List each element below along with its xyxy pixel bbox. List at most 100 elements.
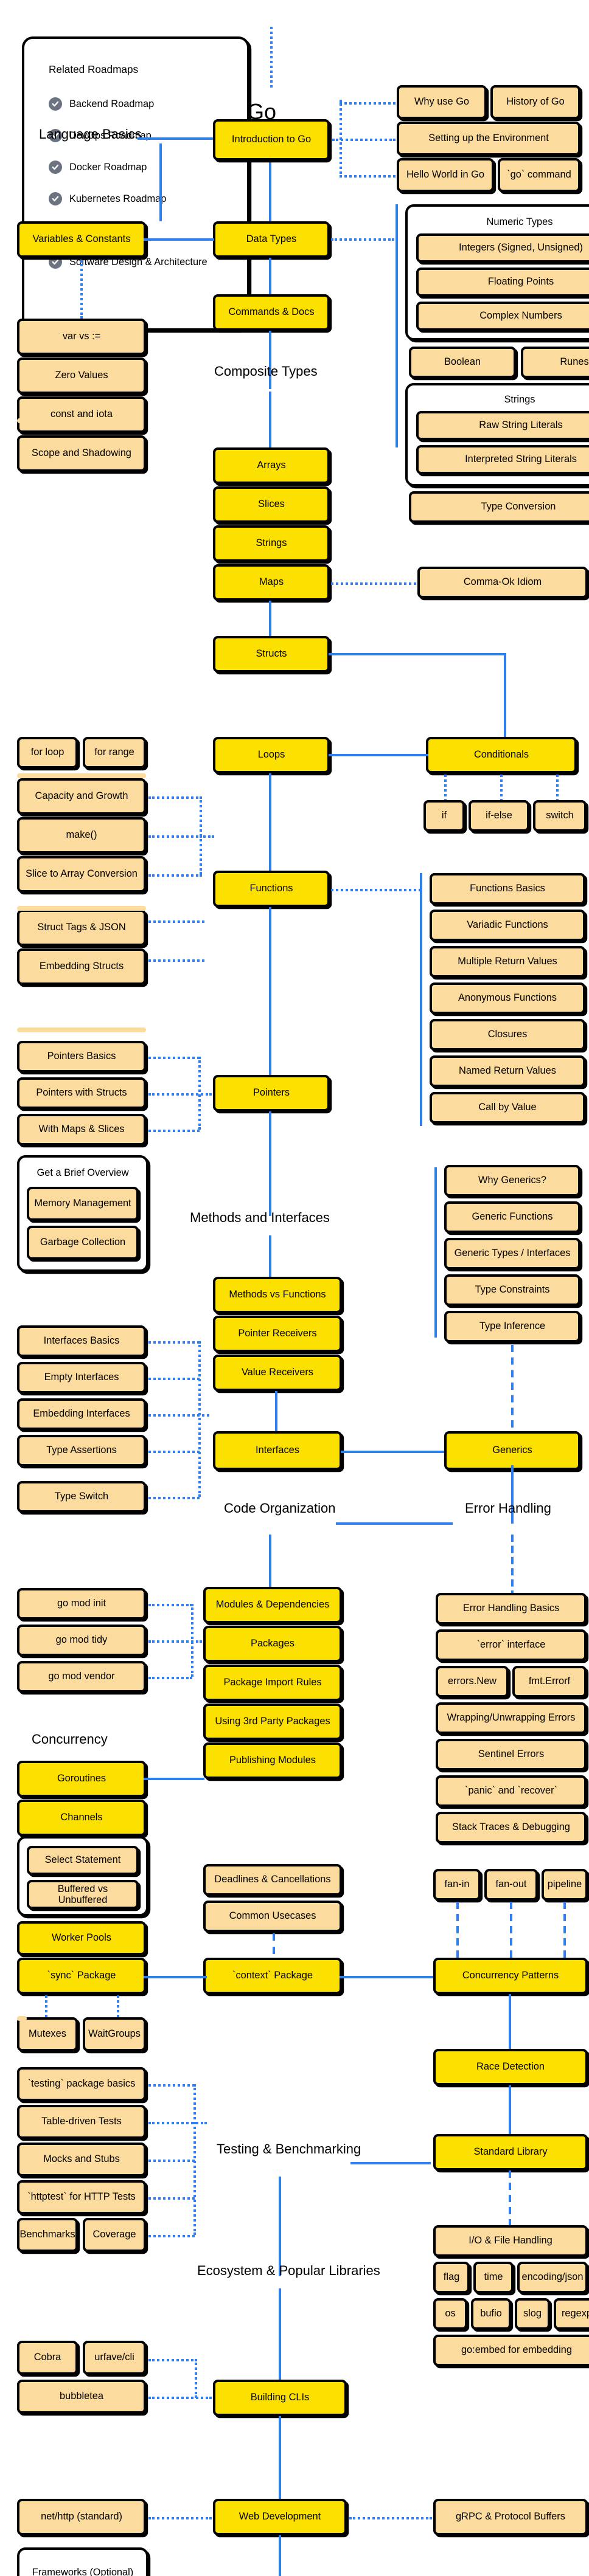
node-functions-basics[interactable]: Functions Basics [430, 873, 585, 905]
node-for-range[interactable]: for range [83, 737, 146, 768]
node-why-generics[interactable]: Why Generics? [444, 1165, 580, 1196]
node-coverage[interactable]: Coverage [83, 2218, 146, 2252]
node-package-import-rules[interactable]: Package Import Rules [203, 1665, 342, 1701]
node-io-file-handling[interactable]: I/O & File Handling [433, 2225, 588, 2257]
node-interfaces-basics[interactable]: Interfaces Basics [17, 1325, 146, 1357]
node-commands-and-docs[interactable]: Commands & Docs [213, 294, 330, 331]
node-history-of-go[interactable]: History of Go [490, 85, 580, 119]
node-context-package[interactable]: `context` Package [203, 1958, 342, 1994]
related-roadmap-item[interactable]: Software Design & Architecture [49, 255, 207, 269]
node-garbage-collection[interactable]: Garbage Collection [27, 1226, 139, 1260]
node-stack-traces-debugging[interactable]: Stack Traces & Debugging [436, 1812, 587, 1843]
node-slice-to-array-conversion[interactable]: Slice to Array Conversion [17, 856, 146, 893]
node-wrapping-unwrapping-errors[interactable]: Wrapping/Unwrapping Errors [436, 1702, 587, 1734]
node-type-conversion[interactable]: Type Conversion [409, 491, 589, 523]
node-introduction-to-go[interactable]: Introduction to Go [213, 119, 330, 161]
node-if-else[interactable]: if-else [469, 800, 529, 832]
node-methods-vs-functions[interactable]: Methods vs Functions [213, 1277, 342, 1313]
node-setting-up-the-environment[interactable]: Setting up the Environment [397, 122, 580, 156]
node-mutexes[interactable]: Mutexes [17, 2017, 78, 2051]
node-regexp[interactable]: regexp [554, 2298, 589, 2330]
node-encoding-json[interactable]: encoding/json [517, 2262, 588, 2293]
node-worker-pools[interactable]: Worker Pools [17, 1921, 146, 1955]
node-fan-out[interactable]: fan-out [484, 1869, 538, 1901]
node-go-embed[interactable]: go:embed for embedding [433, 2335, 589, 2366]
node-maps[interactable]: Maps [213, 564, 330, 601]
node-empty-interfaces[interactable]: Empty Interfaces [17, 1362, 146, 1393]
related-roadmap-item[interactable]: Backend Roadmap [49, 97, 154, 111]
node-closures[interactable]: Closures [430, 1019, 585, 1051]
node-pipeline[interactable]: pipeline [542, 1869, 588, 1901]
node-fmt-errorf[interactable]: fmt.Errorf [512, 1666, 587, 1697]
node-zero-values[interactable]: Zero Values [17, 357, 146, 394]
node-data-types[interactable]: Data Types [213, 221, 330, 258]
node-go-mod-vendor[interactable]: go mod vendor [17, 1661, 146, 1693]
node-type-assertions[interactable]: Type Assertions [17, 1435, 146, 1466]
node-comma-ok-idiom[interactable]: Comma-Ok Idiom [417, 567, 588, 598]
node-bufio[interactable]: bufio [471, 2298, 511, 2330]
node-interpreted-string-literals[interactable]: Interpreted String Literals [416, 445, 589, 474]
node-const-and-iota[interactable]: const and iota [17, 396, 146, 433]
node-bubbletea[interactable]: bubbletea [17, 2380, 146, 2414]
node-standard-library[interactable]: Standard Library [433, 2134, 588, 2170]
node-struct-tags-json[interactable]: Struct Tags & JSON [17, 910, 146, 946]
node-variables-and-constants[interactable]: Variables & Constants [17, 221, 146, 258]
node-go-mod-init[interactable]: go mod init [17, 1588, 146, 1620]
node-strings[interactable]: Strings [213, 525, 330, 562]
node-os[interactable]: os [433, 2298, 467, 2330]
node-type-switch[interactable]: Type Switch [17, 1481, 146, 1513]
node-embedding-structs[interactable]: Embedding Structs [17, 948, 146, 985]
node-mocks-and-stubs[interactable]: Mocks and Stubs [17, 2143, 146, 2177]
node-loops[interactable]: Loops [213, 737, 330, 773]
node-multiple-return-values[interactable]: Multiple Return Values [430, 946, 585, 978]
node-deadlines-and-cancellations[interactable]: Deadlines & Cancellations [203, 1864, 342, 1896]
node-cobra[interactable]: Cobra [17, 2341, 78, 2375]
node-raw-string-literals[interactable]: Raw String Literals [416, 411, 589, 440]
node-type-inference[interactable]: Type Inference [444, 1311, 580, 1342]
node-common-usecases[interactable]: Common Usecases [203, 1901, 342, 1932]
node-pointers-basics[interactable]: Pointers Basics [17, 1041, 146, 1072]
node-anonymous-functions[interactable]: Anonymous Functions [430, 982, 585, 1014]
node-complex-numbers[interactable]: Complex Numbers [416, 302, 589, 331]
node-interfaces[interactable]: Interfaces [213, 1431, 342, 1470]
node-table-driven-tests[interactable]: Table-driven Tests [17, 2105, 146, 2139]
node-testing-package-basics[interactable]: `testing` package basics [17, 2067, 146, 2101]
node-web-development[interactable]: Web Development [213, 2499, 347, 2535]
node-benchmarks[interactable]: Benchmarks [17, 2218, 78, 2252]
node-httptest-for-http-tests[interactable]: `httptest` for HTTP Tests [17, 2180, 146, 2214]
node-packages[interactable]: Packages [203, 1626, 342, 1662]
node-time[interactable]: time [473, 2262, 514, 2293]
node-functions[interactable]: Functions [213, 871, 330, 907]
node-modules-and-dependencies[interactable]: Modules & Dependencies [203, 1587, 342, 1623]
node-if[interactable]: if [423, 800, 465, 832]
node-type-constraints[interactable]: Type Constraints [444, 1274, 580, 1306]
node-value-receivers[interactable]: Value Receivers [213, 1355, 342, 1391]
node-variadic-functions[interactable]: Variadic Functions [430, 910, 585, 941]
node-embedding-interfaces[interactable]: Embedding Interfaces [17, 1398, 146, 1430]
node-generic-types-interfaces[interactable]: Generic Types / Interfaces [444, 1238, 580, 1269]
node-with-maps-and-slices[interactable]: With Maps & Slices [17, 1114, 146, 1145]
node-using-3rd-party-packages[interactable]: Using 3rd Party Packages [203, 1704, 342, 1740]
node-go-mod-tidy[interactable]: go mod tidy [17, 1625, 146, 1656]
node-error-interface[interactable]: `error` interface [436, 1629, 587, 1661]
node-hello-world-in-go[interactable]: Hello World in Go [397, 158, 494, 192]
node-why-use-go[interactable]: Why use Go [397, 85, 487, 119]
node-integers[interactable]: Integers (Signed, Unsigned) [416, 233, 589, 263]
node-waitgroups[interactable]: WaitGroups [83, 2017, 146, 2051]
node-flag[interactable]: flag [433, 2262, 470, 2293]
node-errors-new[interactable]: errors.New [436, 1666, 509, 1697]
related-roadmap-item[interactable]: Docker Roadmap [49, 161, 147, 174]
node-race-detection[interactable]: Race Detection [433, 2049, 588, 2085]
node-conditionals[interactable]: Conditionals [426, 737, 577, 773]
node-pointers-with-structs[interactable]: Pointers with Structs [17, 1077, 146, 1109]
node-concurrency-patterns[interactable]: Concurrency Patterns [433, 1958, 588, 1994]
node-panic-and-recover[interactable]: `panic` and `recover` [436, 1775, 587, 1807]
node-var-vs-shortdecl[interactable]: var vs := [17, 319, 146, 355]
node-arrays[interactable]: Arrays [213, 447, 330, 484]
node-capacity-and-growth[interactable]: Capacity and Growth [17, 778, 146, 815]
node-error-handling-basics[interactable]: Error Handling Basics [436, 1593, 587, 1625]
node-slices[interactable]: Slices [213, 486, 330, 523]
node-channels[interactable]: Channels [17, 1800, 146, 1836]
node-building-clis[interactable]: Building CLIs [213, 2380, 347, 2416]
node-scope-and-shadowing[interactable]: Scope and Shadowing [17, 435, 146, 472]
